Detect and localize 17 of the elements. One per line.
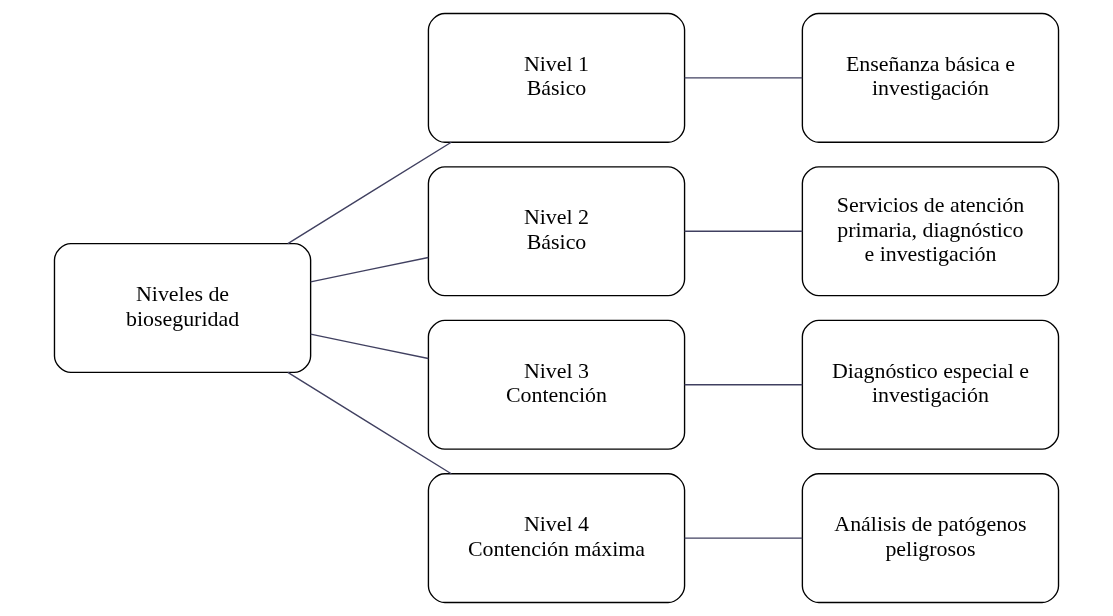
node-box: Servicios de atención primaria, diagnóstico e investigación [801,166,1060,297]
connector [683,230,803,232]
node-box: Nivel 4 Contención máxima [427,473,686,604]
connector [309,333,430,360]
node-box: Enseñanza básica e investigación [801,12,1060,143]
node-box: Nivel 1 Básico [427,12,686,143]
node-box: Nivel 2 Básico [427,166,686,297]
connector [683,384,803,386]
connector [683,77,803,79]
connector [287,371,452,475]
node-box: Diagnóstico especial e investigación [801,319,1060,450]
node-box: Niveles de bioseguridad [53,242,312,374]
connector [309,256,430,283]
node-box: Análisis de patógenos peligrosos [801,473,1060,604]
connector [683,537,803,539]
connector [287,141,452,245]
node-box: Nivel 3 Contención [427,319,686,450]
